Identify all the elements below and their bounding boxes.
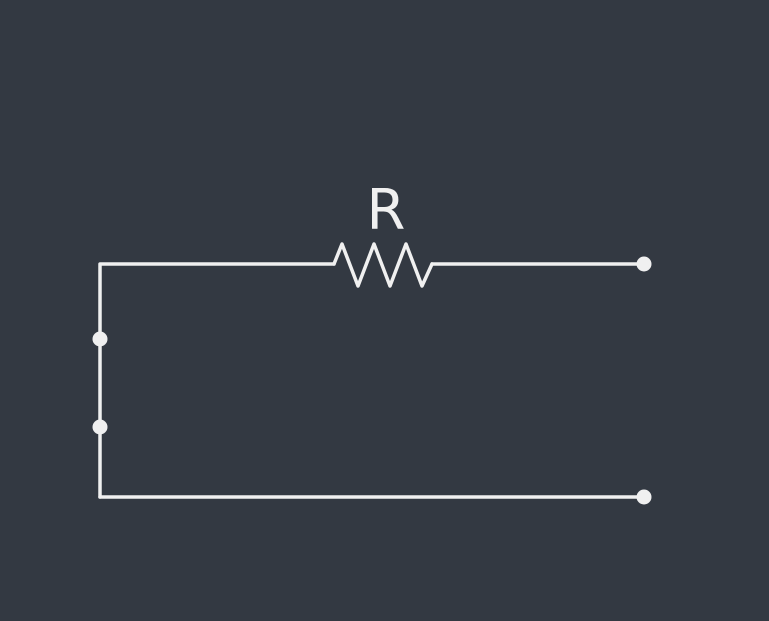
resistor-label: R (367, 178, 406, 243)
terminal-top-right[interactable] (636, 256, 652, 272)
wire-top-left (98, 262, 336, 499)
node-left-lower[interactable] (92, 419, 108, 435)
terminal-bottom-right[interactable] (636, 489, 652, 505)
resistor-symbol (332, 242, 434, 288)
node-left-upper[interactable] (92, 331, 108, 347)
